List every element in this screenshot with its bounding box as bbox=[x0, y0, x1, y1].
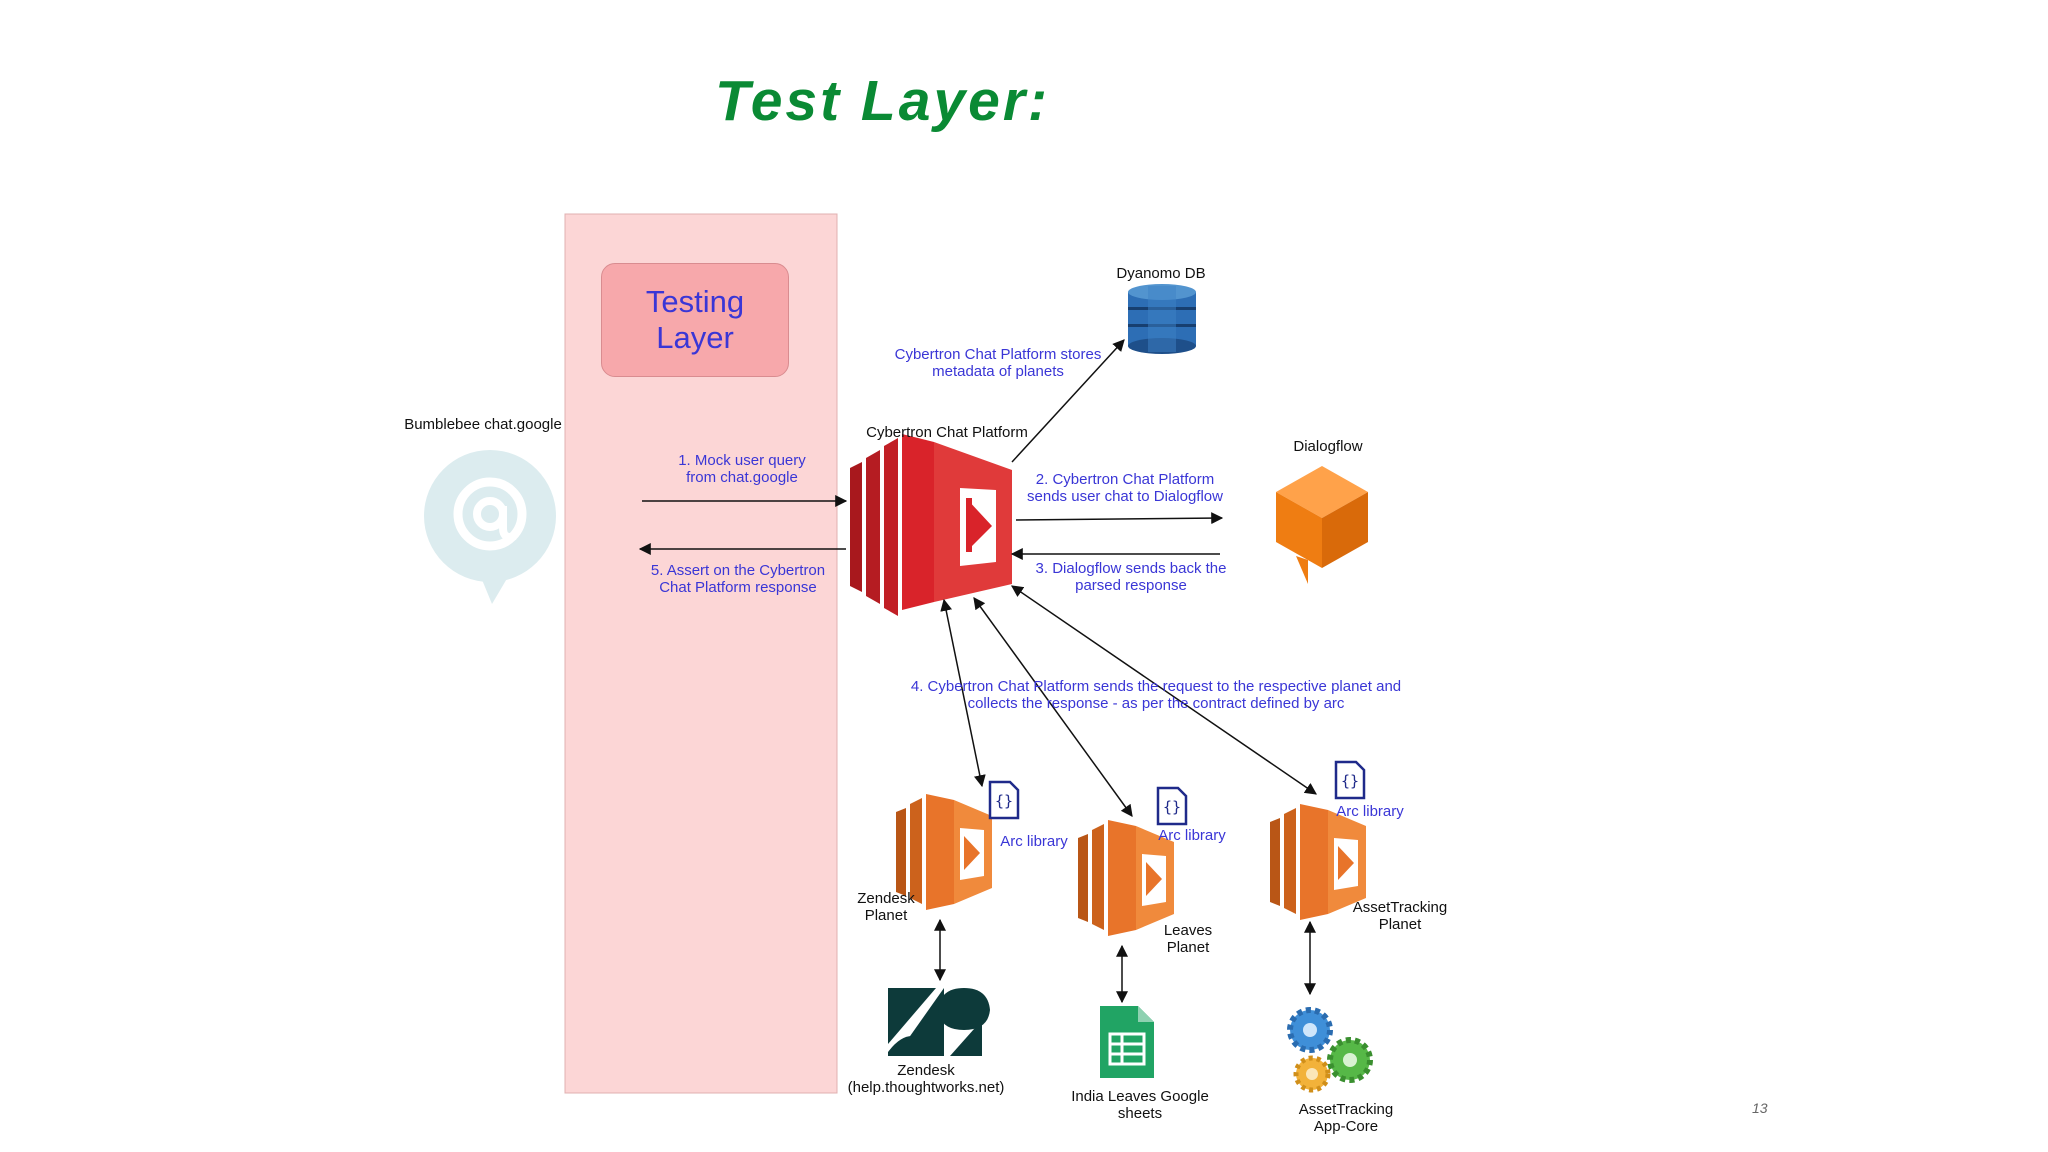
gears-icon bbox=[1287, 1007, 1373, 1093]
arrow-assettracking-planet bbox=[1011, 585, 1317, 795]
svg-text:{}: {} bbox=[995, 792, 1013, 810]
arc-library-label: Arc library bbox=[1336, 803, 1404, 820]
edge-label-dialogflow-back: 3. Dialogflow sends back the parsed resp… bbox=[1035, 560, 1227, 594]
edge-label-store-metadata: Cybertron Chat Platform stores metadata … bbox=[894, 346, 1102, 380]
zendesk-logo-icon bbox=[888, 988, 990, 1056]
edge-label-send-dialogflow: 2. Cybertron Chat Platform sends user ch… bbox=[1027, 471, 1223, 505]
arc-library-label: Arc library bbox=[1000, 833, 1068, 850]
bumblebee-label: Bumblebee chat.google bbox=[404, 416, 562, 433]
arc-library-icon: {} bbox=[988, 780, 1020, 820]
dynamodb-label: Dyanomo DB bbox=[1116, 265, 1206, 282]
arc-library-icon: {} bbox=[1156, 786, 1188, 826]
testing-layer-box: Testing Layer bbox=[601, 263, 789, 377]
cybertron-label: Cybertron Chat Platform bbox=[866, 424, 1028, 441]
zendesk-label: Zendesk (help.thoughtworks.net) bbox=[847, 1062, 1005, 1096]
arrow-store-metadata bbox=[1011, 339, 1125, 463]
edge-label-mock-query: 1. Mock user query from chat.google bbox=[678, 452, 806, 486]
assettracking-planet-label: AssetTracking Planet bbox=[1352, 899, 1448, 933]
svg-text:{}: {} bbox=[1163, 798, 1181, 816]
leaves-planet-label: Leaves Planet bbox=[1163, 922, 1213, 956]
cybertron-lambda-icon bbox=[850, 434, 1012, 616]
google-sheets-icon bbox=[1100, 1006, 1154, 1078]
dynamodb-icon bbox=[1128, 284, 1196, 354]
arrow-send-dialogflow bbox=[1015, 512, 1224, 525]
zendesk-planet-lambda-icon bbox=[896, 794, 992, 910]
arc-library-icon: {} bbox=[1334, 760, 1366, 800]
bumblebee-chat-icon bbox=[424, 450, 556, 604]
dialogflow-icon bbox=[1276, 466, 1368, 584]
sheets-label: India Leaves Google sheets bbox=[1071, 1088, 1209, 1122]
arc-library-label: Arc library bbox=[1158, 827, 1226, 844]
edge-label-send-request: 4. Cybertron Chat Platform sends the req… bbox=[910, 678, 1402, 712]
page-number: 13 bbox=[1752, 1100, 1768, 1116]
dialogflow-label: Dialogflow bbox=[1293, 438, 1363, 455]
svg-text:{}: {} bbox=[1341, 772, 1359, 790]
assettracking-planet-lambda-icon bbox=[1270, 804, 1366, 920]
zendesk-planet-label: Zendesk Planet bbox=[857, 890, 915, 924]
slide-title: Test Layer: bbox=[715, 69, 1051, 133]
edge-label-assert-response: 5. Assert on the Cybertron Chat Platform… bbox=[650, 562, 826, 596]
leaves-planet-lambda-icon bbox=[1078, 820, 1174, 936]
assettracking-core-label: AssetTracking App-Core bbox=[1298, 1101, 1394, 1135]
